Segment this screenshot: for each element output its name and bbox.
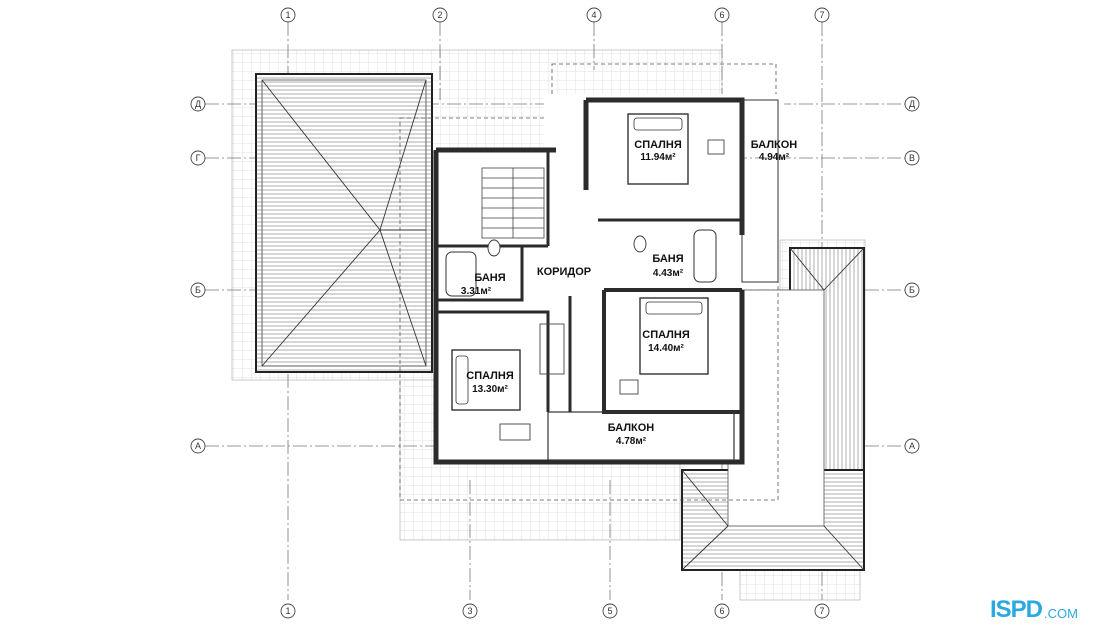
axis-bubble-top-3 — [586, 7, 602, 23]
axis-label: 2 — [437, 10, 442, 20]
toilet-icon — [633, 235, 647, 253]
room-name-bedroom-1: СПАЛНЯ — [634, 139, 682, 151]
room-area-bedroom-3: 13.30м² — [472, 384, 508, 395]
axis-label: 6 — [719, 606, 724, 616]
axis-labels: 1 2 4 6 7 1 3 5 6 7 Д Г Б А Д В Б А — [195, 10, 915, 616]
room-name-bath-1: БАНЯ — [474, 272, 505, 284]
axis-label: Б — [909, 285, 915, 295]
room-area-bath-2: 4.43м² — [653, 268, 684, 279]
axis-bubble-top-1 — [280, 7, 296, 23]
room-area-bedroom-2: 14.40м² — [648, 343, 684, 354]
bathtub-icon — [693, 229, 717, 283]
brand-logo: ISPD .COM — [990, 594, 1116, 626]
axis-label: 3 — [467, 606, 472, 616]
axis-bubble-top-2 — [432, 7, 448, 23]
axis-bubble-top-5 — [814, 7, 830, 23]
axis-label: Г — [196, 153, 201, 163]
room-area-balcony-1: 4.94м² — [759, 152, 790, 163]
room-name-corridor: КОРИДОР — [537, 266, 591, 278]
room-name-balcony-1: БАЛКОН — [751, 139, 798, 151]
logo-mark: ISPD — [990, 596, 1043, 623]
room-name-bedroom-2: СПАЛНЯ — [642, 329, 690, 341]
axis-label: 7 — [819, 606, 824, 616]
room-labels: СПАЛНЯ 11.94м² БАЛКОН 4.94м² БАНЯ 3.31м²… — [461, 139, 797, 447]
bed-icon — [639, 297, 709, 375]
axis-label: 1 — [285, 606, 290, 616]
axis-label: В — [909, 153, 915, 163]
axis-label: А — [195, 441, 201, 451]
left-roof — [255, 73, 433, 373]
axis-bubble-top-4 — [714, 7, 730, 23]
staircase — [481, 167, 545, 239]
room-area-bath-1: 3.31м² — [461, 286, 492, 297]
right-roof — [681, 247, 865, 571]
axis-label: 7 — [819, 10, 824, 20]
axis-label: 1 — [285, 10, 290, 20]
room-area-bedroom-1: 11.94м² — [640, 152, 676, 163]
axis-label: Б — [195, 285, 201, 295]
bed-icon — [627, 113, 689, 185]
room-name-balcony-2: БАЛКОН — [608, 422, 655, 434]
toilet-icon — [487, 239, 501, 257]
bathtub-icon — [445, 251, 477, 297]
axis-label: Д — [195, 99, 201, 109]
room-area-balcony-2: 4.78м² — [616, 436, 647, 447]
axis-label: Д — [909, 99, 915, 109]
axis-label: 6 — [719, 10, 724, 20]
room-name-bedroom-3: СПАЛНЯ — [466, 370, 514, 382]
axis-label: 5 — [607, 606, 612, 616]
building-walls — [433, 94, 784, 465]
axis-label: 4 — [591, 10, 596, 20]
room-name-bath-2: БАНЯ — [652, 253, 683, 265]
logo-domain: .COM — [1044, 605, 1078, 621]
axis-bubbles — [190, 7, 920, 619]
bed-icon — [451, 349, 521, 411]
axis-label: А — [909, 441, 915, 451]
